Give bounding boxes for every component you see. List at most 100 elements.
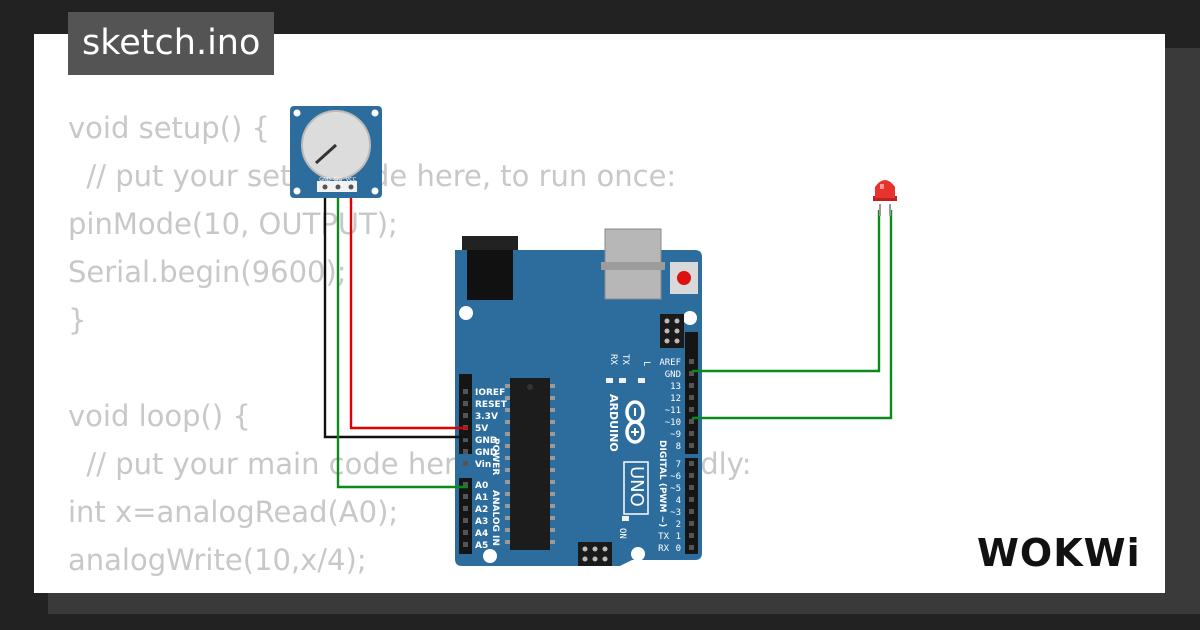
code-line: Serial.begin(9600); xyxy=(68,255,347,289)
header-pin[interactable] xyxy=(689,521,694,526)
header-pin[interactable] xyxy=(689,383,694,388)
header-pin[interactable] xyxy=(689,359,694,364)
header-pin[interactable] xyxy=(463,518,468,523)
chip-pin xyxy=(505,516,510,520)
chip-pin xyxy=(505,540,510,544)
pin-label: A0 xyxy=(475,481,488,491)
code-line: analogWrite(10,x/4); xyxy=(68,543,367,577)
header-pin[interactable] xyxy=(463,401,468,406)
pin-label: GND xyxy=(475,436,497,446)
mounting-hole xyxy=(483,549,497,563)
pot-pin-label: SIG xyxy=(334,177,343,183)
pin-label: A1 xyxy=(475,493,488,503)
header-pin[interactable] xyxy=(463,389,468,394)
header-pin[interactable] xyxy=(689,461,694,466)
header-pin[interactable] xyxy=(463,494,468,499)
knob-indicator xyxy=(314,143,338,165)
header-pin[interactable] xyxy=(689,545,694,550)
pin-label: A3 xyxy=(475,517,488,527)
header-pin[interactable] xyxy=(689,395,694,400)
chip-pin xyxy=(550,516,555,520)
code-line: pinMode(10, OUTPUT); xyxy=(68,207,398,241)
chip-pin xyxy=(550,492,555,496)
l-led xyxy=(638,378,645,383)
header-pin[interactable] xyxy=(689,473,694,478)
chip-pin xyxy=(550,384,555,388)
arduino-logo xyxy=(625,400,645,444)
header-pin[interactable] xyxy=(463,530,468,535)
sketch-title: sketch.ino xyxy=(68,12,275,75)
header-pin[interactable] xyxy=(463,542,468,547)
header-pin[interactable] xyxy=(689,431,694,436)
wire-led-anode[interactable] xyxy=(692,210,893,420)
icsp-header xyxy=(578,314,684,566)
chip-pin xyxy=(550,540,555,544)
mounting-hole xyxy=(631,547,645,561)
pin-label: GND xyxy=(665,370,681,380)
header-pin[interactable] xyxy=(689,485,694,490)
header-pin[interactable] xyxy=(463,449,468,454)
header-pin[interactable] xyxy=(463,482,468,487)
power-group-label: POWER xyxy=(490,438,500,475)
wire-a0[interactable] xyxy=(336,190,468,489)
uno-label-box xyxy=(623,461,649,515)
analog-group-label: ANALOG IN xyxy=(490,490,500,546)
header-pin[interactable] xyxy=(689,533,694,538)
chip-pin xyxy=(550,528,555,532)
header-pin[interactable] xyxy=(689,509,694,514)
wire-led-cathode[interactable] xyxy=(692,210,881,373)
pin-label: 7 xyxy=(676,460,681,470)
led-label: RX xyxy=(608,354,618,365)
led-dome xyxy=(875,180,895,198)
code-line: Serial.println(x); xyxy=(68,584,752,593)
pin-label: 3.3V xyxy=(475,412,498,422)
potentiometer[interactable]: GND SIG VCC xyxy=(290,106,382,198)
header-pin[interactable] xyxy=(689,407,694,412)
wire-gnd[interactable] xyxy=(323,190,468,439)
pin-label: ~5 xyxy=(670,484,681,494)
pin-label: 12 xyxy=(670,394,681,404)
code-line: void setup() { xyxy=(68,111,270,145)
pin-label: 0 xyxy=(676,544,681,554)
code-line: } xyxy=(68,303,87,337)
chip-pin xyxy=(505,432,510,436)
chip-pin xyxy=(505,396,510,400)
chip-pin xyxy=(550,480,555,484)
header-pin[interactable] xyxy=(463,437,468,442)
header-pin[interactable] xyxy=(689,497,694,502)
chip-pin xyxy=(505,420,510,424)
chip-pin xyxy=(505,480,510,484)
red-led[interactable] xyxy=(873,180,897,216)
pin-label: AREF xyxy=(659,358,681,368)
digital-group-label: DIGITAL (PWM ~) xyxy=(657,440,667,527)
arduino-uno-board[interactable]: IOREF RESET 3.3V 5V GND GND Vin POWER A0… xyxy=(455,228,702,566)
code-line: void loop() { xyxy=(68,399,251,433)
chip-pin xyxy=(550,396,555,400)
header-pin[interactable] xyxy=(689,443,694,448)
pot-pin-label: GND xyxy=(319,177,331,183)
led-label: TX xyxy=(620,354,630,365)
chip-pin xyxy=(505,492,510,496)
pin-label: 5V xyxy=(475,424,488,434)
reset-button[interactable] xyxy=(677,271,691,285)
chip-pin xyxy=(550,432,555,436)
chip-pin xyxy=(505,528,510,532)
pin-label: A5 xyxy=(475,541,488,551)
header-pin[interactable] xyxy=(463,413,468,418)
header-pin[interactable] xyxy=(689,371,694,376)
led-label: ON xyxy=(617,528,627,539)
pin-label: 1 xyxy=(676,532,681,542)
header-pin[interactable] xyxy=(463,506,468,511)
chip-pin xyxy=(505,384,510,388)
header-pin[interactable] xyxy=(689,419,694,424)
power-jack-collar xyxy=(462,236,518,250)
pin-label: RX xyxy=(658,544,669,554)
chip-pin xyxy=(505,504,510,508)
header-pin[interactable] xyxy=(463,461,468,466)
wire-5v[interactable] xyxy=(349,190,468,430)
wires xyxy=(323,190,893,489)
pin-label: 4 xyxy=(676,496,681,506)
arduino-brand: ARDUINO xyxy=(607,394,620,452)
on-led xyxy=(622,516,629,521)
